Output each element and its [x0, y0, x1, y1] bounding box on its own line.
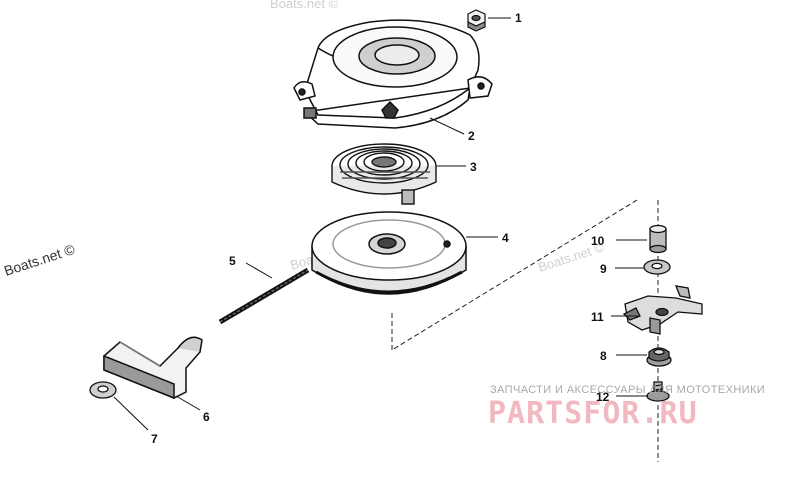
- retaining-screw: [646, 381, 670, 402]
- hex-nut: [467, 9, 486, 32]
- watermark-boats-left: Boats.net ©: [2, 241, 77, 279]
- callout-1: 1: [515, 11, 522, 25]
- callout-11: 11: [591, 310, 604, 324]
- starter-rope: [218, 267, 310, 325]
- pulley-washer: [643, 259, 671, 275]
- retainer-washer: [646, 347, 672, 367]
- rewind-spring: [331, 143, 437, 205]
- callout-9: 9: [600, 262, 607, 276]
- rope-handle: [103, 336, 203, 400]
- callout-leaders: [113, 17, 648, 431]
- callout-6: 6: [203, 410, 210, 424]
- rope-pulley: [311, 211, 467, 295]
- watermark-parts-brand: PARTSFOR.RU: [488, 396, 698, 431]
- callout-8: 8: [600, 349, 607, 363]
- callout-4: 4: [502, 231, 509, 245]
- callout-5: 5: [229, 254, 236, 268]
- callout-labels: 1 2 3 4 5 6 7 8 9 10 11 12: [151, 11, 610, 446]
- bushing: [649, 224, 667, 254]
- callout-7: 7: [151, 432, 158, 446]
- watermark-boats-top: Boats.net ©: [270, 0, 339, 11]
- pawl-ratchet: [622, 285, 703, 335]
- callout-3: 3: [470, 160, 477, 174]
- callout-10: 10: [591, 234, 605, 248]
- watermark-parts-subtitle: ЗАПЧАСТИ И АКСЕССУАРЫ ДЛЯ МОТОТЕХНИКИ: [490, 384, 765, 396]
- callout-12: 12: [596, 390, 610, 404]
- starter-housing: [293, 19, 493, 129]
- handle-washer: [89, 381, 117, 399]
- callout-2: 2: [468, 129, 475, 143]
